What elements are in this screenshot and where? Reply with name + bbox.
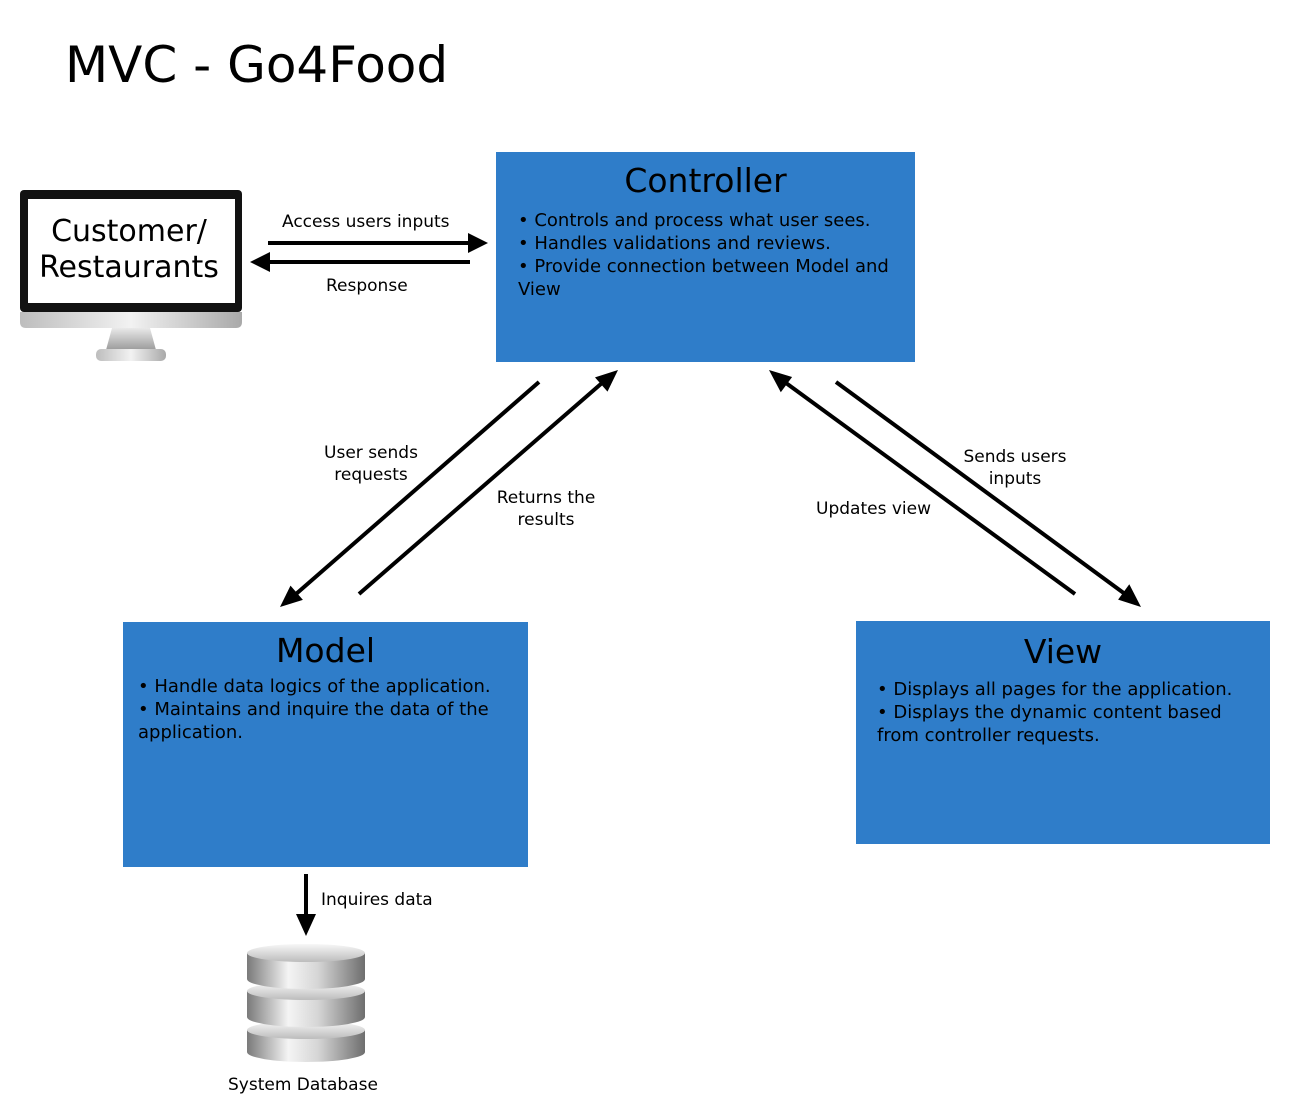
controller-bullets: • Controls and process what user sees. •… [518, 209, 908, 301]
view-box: View • Displays all pages for the applic… [856, 621, 1270, 844]
model-bullet: • Maintains and inquire the data of the … [138, 699, 489, 743]
database-icon [247, 944, 365, 1062]
view-bullet: • Displays the dynamic content based fro… [877, 702, 1222, 746]
controller-bullet: • Controls and process what user sees. [518, 210, 871, 231]
label-line: User sends [324, 443, 418, 463]
arrow-inquires-data [296, 874, 316, 936]
model-bullet: • Handle data logics of the application. [138, 676, 491, 697]
arrow-user-sends-requests [280, 380, 541, 607]
controller-box: Controller • Controls and process what u… [496, 152, 915, 362]
label-line: requests [334, 465, 408, 485]
arrow-sends-inputs [834, 380, 1141, 607]
label-line: Sends users [963, 447, 1067, 467]
monitor-icon [20, 190, 242, 361]
diagram-title: MVC - Go4Food [65, 36, 449, 94]
client-label-line2: Restaurants [39, 250, 219, 285]
controller-bullet: • Handles validations and reviews. [518, 233, 831, 254]
model-box: Model • Handle data logics of the applic… [123, 622, 528, 867]
label-line: results [517, 510, 575, 530]
arrow-updates-view [769, 370, 1077, 596]
label-line: inputs [988, 469, 1042, 489]
client-label-line1: Customer/ [51, 214, 207, 249]
database-label: System Database [228, 1075, 378, 1095]
label-user-sends-requests: User sends requests [316, 442, 426, 486]
view-bullet: • Displays all pages for the application… [877, 679, 1233, 700]
controller-bullet: • Provide connection between Model and V… [518, 256, 889, 300]
label-returns-results: Returns the results [491, 487, 601, 531]
arrow-response [250, 252, 470, 272]
view-bullets: • Displays all pages for the application… [877, 678, 1265, 747]
arrow-returns-results [357, 370, 618, 596]
label-sends-inputs: Sends users inputs [958, 446, 1072, 490]
model-bullets: • Handle data logics of the application.… [138, 675, 523, 744]
label-inquires-data: Inquires data [321, 890, 433, 910]
label-line: Returns the [496, 488, 596, 508]
client-label: Customer/ Restaurants [28, 214, 230, 286]
label-access-inputs: Access users inputs [282, 212, 450, 232]
model-title: Model [275, 631, 376, 670]
controller-title: Controller [624, 161, 787, 200]
view-title: View [1023, 632, 1103, 671]
label-response: Response [326, 276, 408, 296]
label-updates-view: Updates view [816, 499, 931, 519]
arrow-access-inputs [268, 233, 488, 253]
